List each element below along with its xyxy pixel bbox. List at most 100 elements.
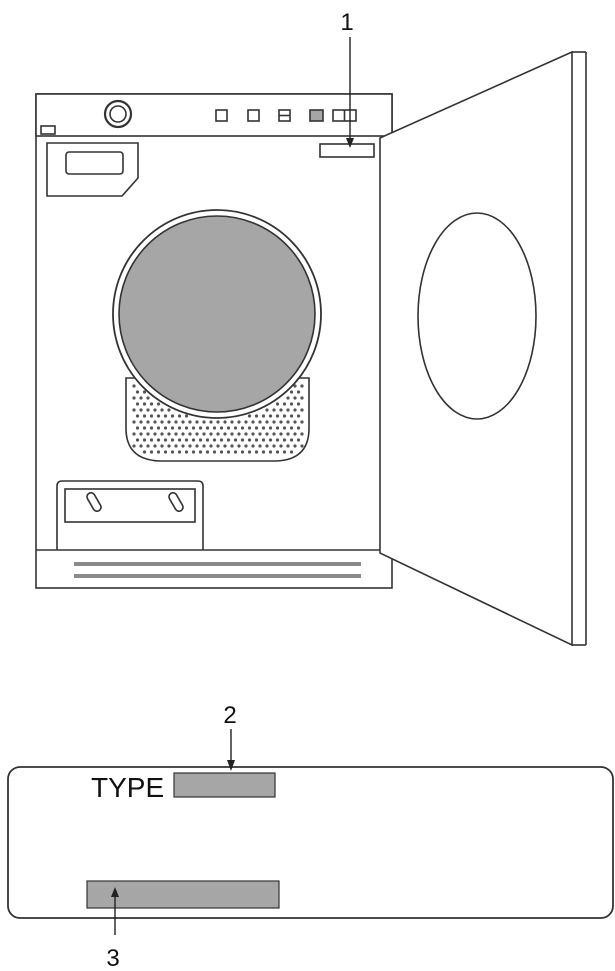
grille-hole xyxy=(247,414,252,418)
grille-hole xyxy=(142,438,147,442)
callout-3: 3 xyxy=(106,887,120,971)
grille-hole xyxy=(177,450,182,454)
grille-hole xyxy=(244,444,248,448)
door-window xyxy=(417,212,537,420)
grille-hole xyxy=(181,444,185,448)
grille-hole xyxy=(153,408,157,412)
program-knob xyxy=(103,99,133,129)
grille-hole xyxy=(293,432,297,436)
nameplate: TYPE xyxy=(7,766,614,919)
grille-hole xyxy=(156,402,161,406)
grille-hole xyxy=(146,432,150,436)
type-label: TYPE xyxy=(91,772,164,803)
water-container-handle xyxy=(65,151,124,175)
grille-hole xyxy=(216,420,220,424)
grille-hole xyxy=(209,444,213,448)
grille-hole xyxy=(135,426,140,430)
grille-hole xyxy=(237,432,241,436)
dryer xyxy=(35,50,587,647)
grille-hole xyxy=(293,408,297,412)
grille-hole xyxy=(261,450,266,454)
nameplate-panel xyxy=(7,766,614,919)
grille-hole xyxy=(132,384,136,388)
grille-hole xyxy=(174,444,178,448)
grille-hole xyxy=(191,450,196,454)
grille-hole xyxy=(135,402,140,406)
grille-hole xyxy=(139,432,143,436)
grille-hole xyxy=(202,444,206,448)
grille-hole xyxy=(216,432,220,436)
button-5 xyxy=(332,109,357,122)
grille-hole xyxy=(170,438,175,442)
grille-hole xyxy=(230,432,234,436)
grille-hole xyxy=(233,426,238,430)
grille-hole xyxy=(268,414,273,418)
cover-latch-left xyxy=(86,492,102,512)
grille-hole xyxy=(142,402,147,406)
grille-hole xyxy=(142,390,147,394)
grille-hole xyxy=(247,450,252,454)
grille-hole xyxy=(205,426,210,430)
drum xyxy=(118,215,316,413)
grille-hole xyxy=(132,444,136,448)
grille-hole xyxy=(149,450,154,454)
grille-hole xyxy=(167,444,171,448)
grille-hole xyxy=(195,444,199,448)
grille-hole xyxy=(282,402,287,406)
grille-hole xyxy=(170,450,175,454)
grille-hole xyxy=(167,420,171,424)
grille-hole xyxy=(279,408,283,412)
grille-hole xyxy=(184,438,189,442)
grille-hole xyxy=(146,420,150,424)
button-4 xyxy=(309,109,324,122)
grille-hole xyxy=(300,420,304,424)
grille-hole xyxy=(139,408,143,412)
grille-hole xyxy=(212,438,217,442)
grille-hole xyxy=(146,396,150,400)
grille-hole xyxy=(240,426,245,430)
grille-hole xyxy=(132,432,136,436)
grille-hole xyxy=(160,432,164,436)
grille-hole xyxy=(181,432,185,436)
button-2 xyxy=(247,109,260,122)
grille-hole xyxy=(170,426,175,430)
grille-hole xyxy=(226,426,231,430)
grille-hole xyxy=(289,450,294,454)
grille-hole xyxy=(265,420,269,424)
grille-hole xyxy=(275,438,280,442)
grille-hole xyxy=(289,414,294,418)
callout-3-label: 3 xyxy=(106,945,119,971)
callout-2: 2 xyxy=(223,702,237,771)
plinth-slot-upper xyxy=(74,562,361,566)
grille-hole xyxy=(265,432,269,436)
grille-hole xyxy=(296,390,301,394)
grille-hole xyxy=(244,420,248,424)
grille-hole xyxy=(135,390,140,394)
grille-hole xyxy=(223,432,227,436)
grille-hole xyxy=(198,450,203,454)
grille-hole xyxy=(191,438,196,442)
grille-hole xyxy=(132,396,136,400)
grille-hole xyxy=(268,438,273,442)
grille-hole xyxy=(293,444,297,448)
grille-hole xyxy=(191,426,196,430)
grille-hole xyxy=(149,414,154,418)
grille-hole xyxy=(184,450,189,454)
grille-hole xyxy=(174,432,178,436)
grille-hole xyxy=(202,432,206,436)
grille-hole xyxy=(296,402,301,406)
grille-hole xyxy=(289,390,294,394)
grille-hole xyxy=(289,438,294,442)
grille-hole xyxy=(156,438,161,442)
product-number-field xyxy=(86,880,280,909)
grille-hole xyxy=(282,414,287,418)
grille-hole xyxy=(275,426,280,430)
grille-hole xyxy=(272,432,276,436)
callout-1: 1 xyxy=(340,9,354,148)
grille-hole xyxy=(156,450,161,454)
grille-hole xyxy=(135,438,140,442)
grille-hole xyxy=(233,450,238,454)
grille-hole xyxy=(261,438,266,442)
grille-hole xyxy=(286,432,290,436)
grille-hole xyxy=(300,396,304,400)
